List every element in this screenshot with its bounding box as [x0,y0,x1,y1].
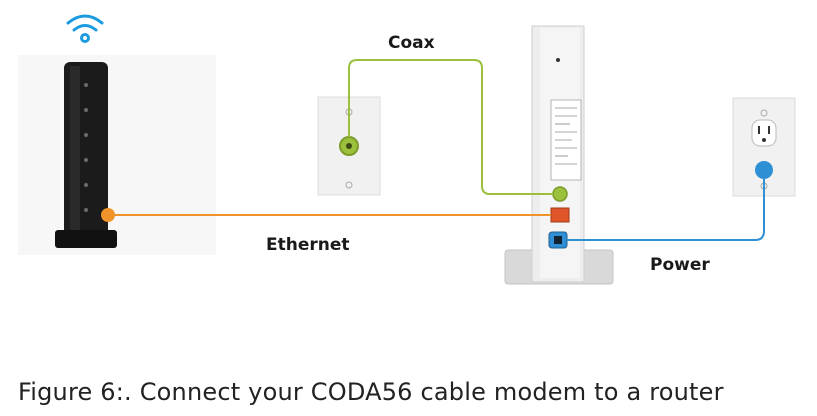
ethernet-port-router [101,208,115,222]
wifi-icon [66,14,104,43]
coax-cable [348,59,553,195]
cable-modem [504,25,614,285]
power-cable [567,179,765,241]
power-label: Power [650,255,710,275]
ethernet-label: Ethernet [266,235,350,255]
figure-caption: Figure 6:. Connect your CODA56 cable mod… [18,378,724,406]
router [18,55,216,255]
coax-label: Coax [388,33,435,53]
